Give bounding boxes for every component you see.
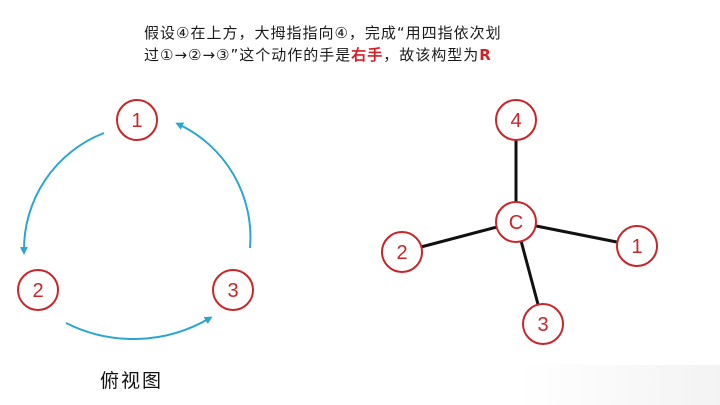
top-view-caption: 俯视图 (100, 370, 164, 392)
caption: 假设④在上方，大拇指指向④，完成“用四指依次划 过①→②→③”这个动作的手是右手… (144, 22, 684, 66)
top-view-node-3: 3 (212, 269, 254, 311)
substituent-4: 4 (495, 99, 537, 141)
caption-highlight: 右手 (351, 46, 384, 64)
caption-line-2-mid: ，故该构型为 (383, 46, 480, 64)
caption-config-letter: R (479, 46, 492, 64)
top-view-node-2: 2 (17, 269, 59, 311)
arrow-1-to-2 (19, 132, 105, 255)
caption-line-2: 过①→②→③”这个动作的手是右手，故该构型为R (144, 44, 684, 66)
substituent-3-label: 3 (537, 314, 548, 336)
center-carbon: C (495, 201, 537, 243)
top-view-node-1: 1 (116, 99, 158, 141)
top-view-node-1-label: 1 (131, 110, 142, 132)
top-view-node-3-label: 3 (227, 280, 238, 302)
corner-shading (520, 365, 720, 405)
arrow-2-to-3 (65, 316, 213, 341)
top-view-node-2-label: 2 (32, 280, 43, 302)
substituent-3: 3 (522, 303, 564, 345)
substituent-1: 1 (616, 225, 658, 267)
caption-line-1: 假设④在上方，大拇指指向④，完成“用四指依次划 (144, 24, 502, 42)
substituent-2-label: 2 (396, 242, 407, 264)
substituent-4-label: 4 (510, 110, 521, 132)
caption-line-2-start: 过①→②→③”这个动作的手是 (144, 46, 352, 64)
substituent-1-label: 1 (631, 236, 642, 258)
rotation-arrows (19, 122, 252, 341)
center-carbon-label: C (509, 212, 523, 234)
substituent-2: 2 (381, 231, 423, 273)
arrow-3-to-1 (175, 122, 252, 249)
